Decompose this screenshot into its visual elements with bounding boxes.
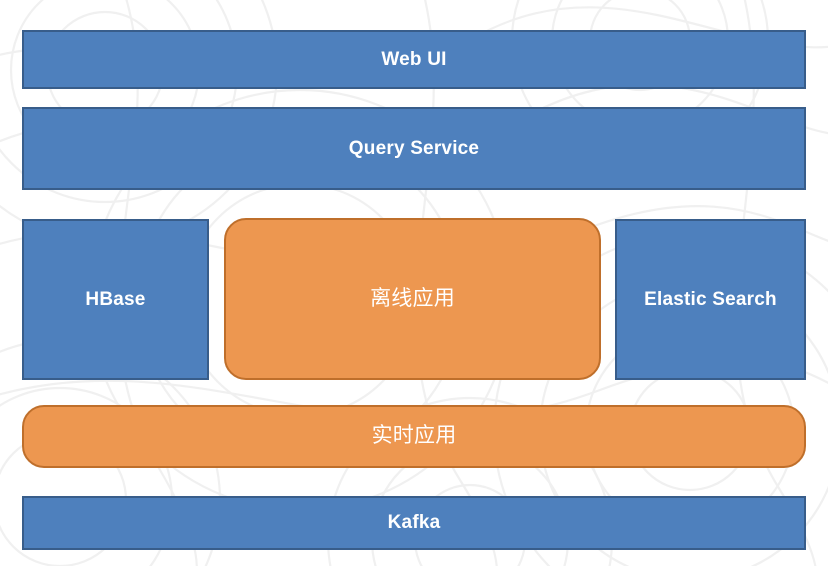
node-label-elastic-search: Elastic Search <box>644 288 777 310</box>
node-kafka[interactable]: Kafka <box>22 496 806 550</box>
node-elastic-search[interactable]: Elastic Search <box>615 219 806 380</box>
node-label-query-service: Query Service <box>348 137 480 159</box>
node-label-hbase: HBase <box>85 288 146 310</box>
node-web-ui[interactable]: Web UI <box>22 30 806 89</box>
node-label-kafka: Kafka <box>387 512 441 534</box>
node-realtime-app[interactable]: 实时应用 <box>22 405 806 468</box>
node-hbase[interactable]: HBase <box>22 219 209 380</box>
node-label-offline-app: 离线应用 <box>370 286 455 310</box>
node-label-realtime-app: 实时应用 <box>371 424 457 448</box>
node-label-web-ui: Web UI <box>381 48 447 70</box>
node-offline-app[interactable]: 离线应用 <box>224 218 601 380</box>
node-query-service[interactable]: Query Service <box>22 107 806 190</box>
